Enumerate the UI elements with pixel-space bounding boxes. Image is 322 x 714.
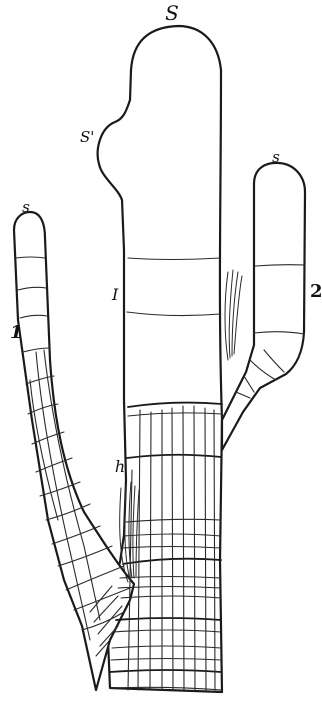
label-branch-1-apex-s: s [22, 198, 30, 216]
label-segment-I: I [111, 285, 119, 304]
label-side-bud-S-prime: S' [80, 128, 94, 146]
label-branch-number-1: 1 [10, 322, 23, 343]
branch-1-outline [14, 212, 134, 690]
hair-tuft-right [225, 270, 242, 360]
label-hairs-h: h [115, 457, 125, 476]
label-branch-number-2: 2 [310, 281, 322, 302]
outlines [14, 26, 305, 692]
label-main-apex-S: S [165, 1, 179, 25]
label-branch-2-apex-s: s [272, 148, 280, 166]
